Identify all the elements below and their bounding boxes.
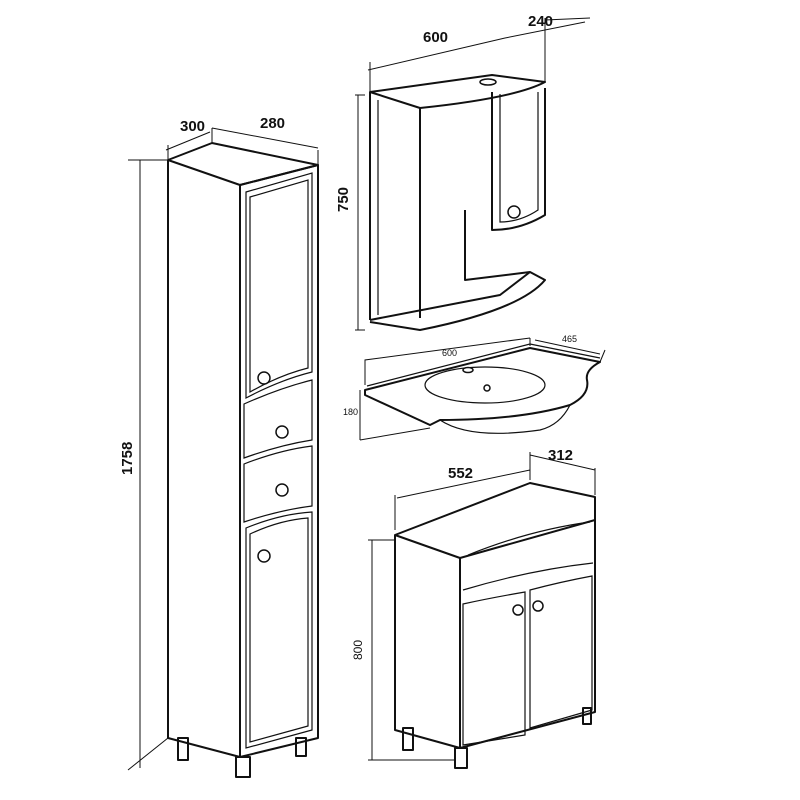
knob-icon: [257, 549, 271, 563]
mirror-width-label: 600: [423, 29, 448, 46]
tall-height-label: 1758: [119, 442, 136, 475]
vanity-depth-label: 312: [548, 447, 573, 464]
tall-depth-label: 280: [260, 115, 285, 132]
tall-cabinet: 300 280 1758: [119, 115, 319, 778]
sink-depth-label: 465: [562, 334, 577, 344]
vanity: 552 312 800: [351, 447, 596, 769]
mirror-height-label: 750: [335, 187, 352, 212]
sink: 600 465 180: [343, 334, 606, 441]
vanity-width-label: 552: [448, 465, 473, 482]
sink-width-label: 600: [442, 348, 457, 358]
knob-icon: [257, 371, 271, 385]
tall-width-label: 300: [180, 118, 205, 135]
vanity-height-label: 800: [351, 640, 365, 660]
mirror-depth-label: 240: [528, 13, 553, 30]
knob-icon: [275, 425, 289, 439]
knob-icon: [275, 483, 289, 497]
mirror-cabinet: 600 240 750: [335, 13, 591, 331]
sink-height-label: 180: [343, 407, 358, 417]
